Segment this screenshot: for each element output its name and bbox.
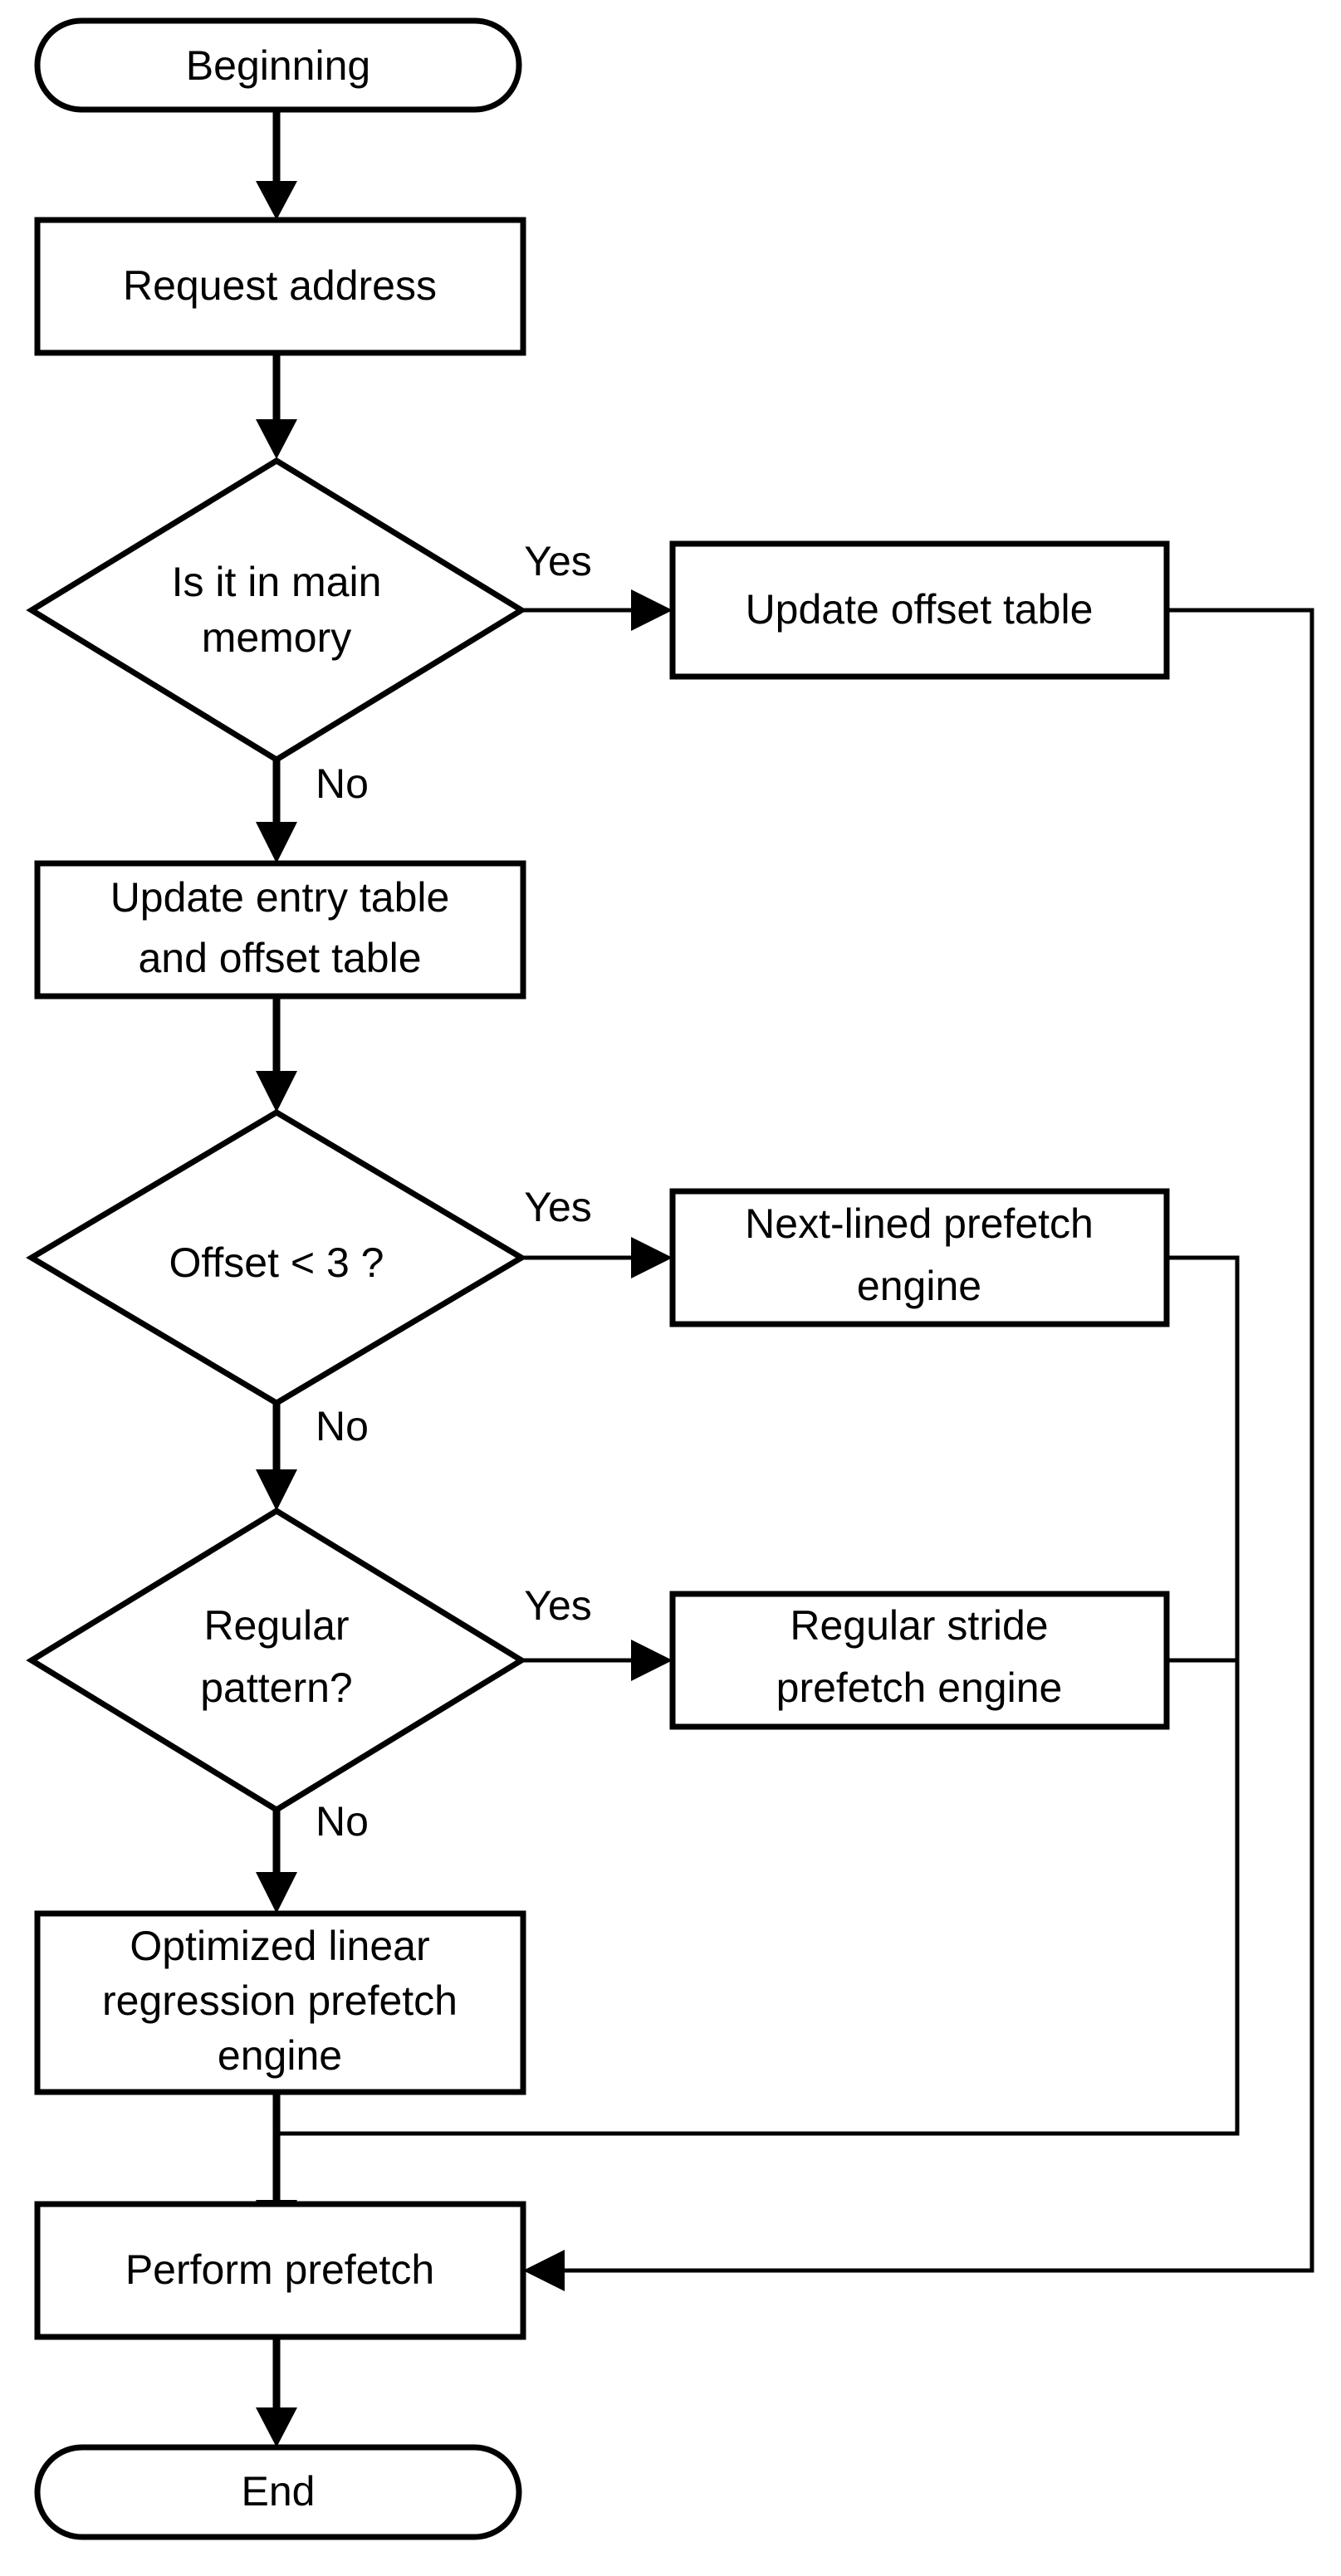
node-in-main-memory: Is it in main memory [26,457,527,764]
node-linear-regression-engine: Optimized linear regression prefetch eng… [34,1910,526,2095]
node-text-line-1: Optimized linear [130,1923,429,1969]
label-memory-yes: Yes [524,538,592,584]
node-text: Request address [123,262,437,309]
node-text-line-2: engine [857,1263,981,1309]
label-pattern-no: No [316,1798,369,1845]
arrowhead-memory-decision [256,419,297,459]
connectors [256,110,1314,2447]
process-shape [34,217,526,356]
edge-offset-table-return [565,608,1314,2273]
process-shape [34,2201,526,2340]
node-text-line-2: prefetch engine [776,1664,1063,1711]
process-shape [34,860,526,1000]
node-beginning: Beginning [34,17,522,113]
decision-shape [26,457,527,764]
node-regular-pattern: Regular pattern? [26,1507,527,1814]
label-offset-no: No [316,1403,369,1449]
terminator-shape [34,2444,522,2540]
process-shape [34,1910,526,2095]
arrowhead-end [256,2407,297,2447]
node-text-line-1: Next-lined prefetch [745,1200,1094,1247]
node-text-line-1: Is it in main [172,559,382,605]
terminator-shape [34,17,522,113]
node-update-offset-table: Update offset table [669,540,1170,680]
node-text-line-2: memory [202,614,352,661]
node-text: End [242,2468,316,2515]
label-offset-yes: Yes [524,1184,592,1230]
node-text: Update offset table [746,586,1094,633]
node-text: Beginning [186,42,370,89]
node-regular-stride-engine: Regular stride prefetch engine [669,1591,1170,1730]
label-memory-no: No [316,760,369,807]
arrowhead-update-offset [631,589,673,631]
node-text-line-1: Regular stride [790,1602,1048,1649]
node-text-line-2: regression prefetch [102,1977,458,2024]
process-shape [669,540,1170,680]
node-update-entry-offset: Update entry table and offset table [34,860,526,1000]
arrowhead-perform-right [523,2250,565,2291]
node-offset-lt-3: Offset < 3 ? [26,1108,527,1407]
arrowhead-pattern-decision [256,1469,297,1511]
node-text: Offset < 3 ? [169,1239,384,1286]
process-shape [669,1188,1170,1327]
node-text-line-1: Update entry table [110,874,450,921]
node-perform-prefetch: Perform prefetch [34,2201,526,2340]
arrowhead-request [256,181,297,220]
node-next-lined-engine: Next-lined prefetch engine [669,1188,1170,1327]
edge-engines-merge [277,1255,1240,2136]
node-text-line-1: Regular [203,1602,349,1649]
edge-labels: Yes No Yes No Yes No [316,538,592,1845]
label-pattern-yes: Yes [524,1582,592,1629]
arrowhead-next-lined [631,1237,673,1278]
decision-shape [26,1507,527,1814]
process-shape [669,1591,1170,1730]
arrowhead-linear-regression [256,1872,297,1914]
node-text-line-2: and offset table [138,935,421,981]
node-text-line-2: pattern? [200,1664,352,1711]
arrowhead-update-entry [256,822,297,863]
node-text: Perform prefetch [125,2246,434,2293]
node-end: End [34,2444,522,2540]
node-text-line-3: engine [218,2032,342,2079]
node-request-address: Request address [34,217,526,356]
arrowhead-regular-stride [631,1640,673,1681]
decision-shape [26,1108,527,1407]
arrowhead-offset-decision [256,1071,297,1112]
